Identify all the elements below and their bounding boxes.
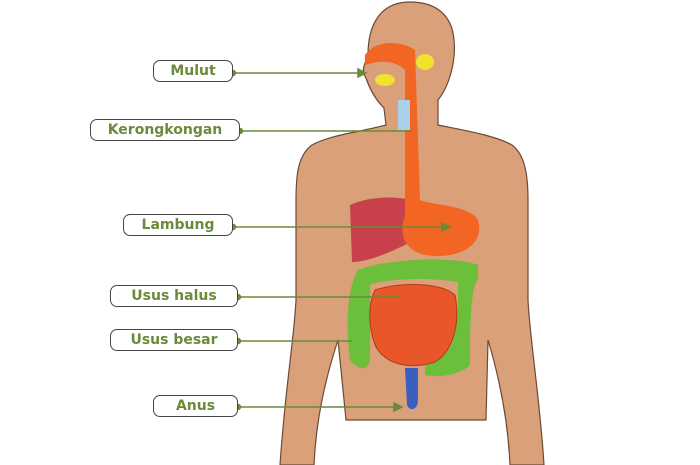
large-intestine	[347, 259, 478, 377]
rectum	[405, 368, 418, 410]
pointer-lines	[229, 67, 452, 413]
label-kerongkongan: Kerongkongan	[90, 119, 240, 141]
label-usus-halus: Usus halus	[110, 285, 238, 307]
small-intestine	[369, 284, 458, 367]
salivary-gland	[416, 54, 434, 70]
label-lambung: Lambung	[123, 214, 233, 236]
trachea	[398, 100, 410, 130]
label-anus: Anus	[153, 395, 238, 417]
label-usus-besar: Usus besar	[110, 329, 238, 351]
label-mulut: Mulut	[153, 60, 233, 82]
esophagus	[365, 43, 480, 256]
organs	[347, 43, 480, 410]
liver	[350, 197, 420, 262]
